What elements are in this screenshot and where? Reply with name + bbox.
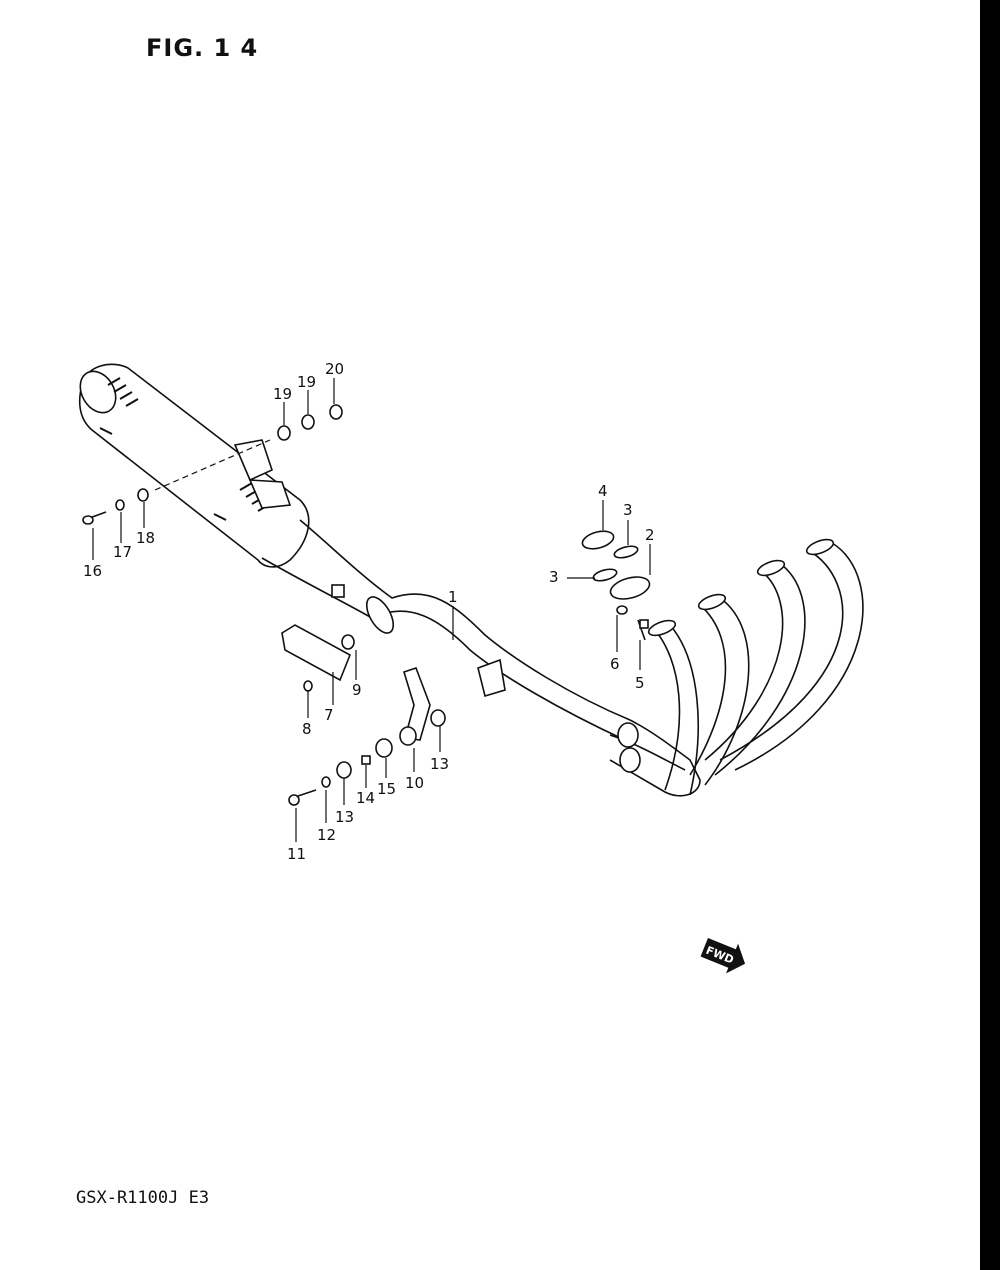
leader-lines xyxy=(92,378,651,842)
callout-2: 2 xyxy=(645,526,655,544)
callout-8: 8 xyxy=(302,720,312,738)
callout-14: 14 xyxy=(356,789,375,807)
callout-3b: 3 xyxy=(549,568,559,586)
mid-pipe xyxy=(261,519,631,741)
callout-12: 12 xyxy=(317,826,336,844)
callout-7: 7 xyxy=(324,706,334,724)
callout-13b: 13 xyxy=(430,755,449,773)
callout-5: 5 xyxy=(635,674,645,692)
callout-3a: 3 xyxy=(623,501,633,519)
callout-11: 11 xyxy=(287,845,306,863)
small-parts xyxy=(82,404,651,806)
callout-20: 20 xyxy=(325,360,344,378)
muffler xyxy=(78,363,310,568)
figure-title: FIG. 1 4 xyxy=(146,34,259,62)
scan-edge-bar xyxy=(980,0,1000,1270)
callout-4: 4 xyxy=(598,482,608,500)
footer-model-code: GSX-R1100J E3 xyxy=(76,1188,210,1208)
callout-17: 17 xyxy=(113,543,132,561)
callout-10: 10 xyxy=(405,774,424,792)
callout-15: 15 xyxy=(377,780,396,798)
callout-19a: 19 xyxy=(273,385,292,403)
callout-13a: 13 xyxy=(335,808,354,826)
callout-16: 16 xyxy=(83,562,102,580)
callout-19b: 19 xyxy=(297,373,316,391)
callout-9: 9 xyxy=(352,681,362,699)
callout-6: 6 xyxy=(610,655,620,673)
header-pipes xyxy=(609,538,864,797)
callout-18: 18 xyxy=(136,529,155,547)
callout-1: 1 xyxy=(448,588,458,606)
fwd-arrow-icon: FWD xyxy=(700,938,746,974)
callouts: 1 2 3 3 4 5 6 7 8 9 10 11 12 13 13 14 15… xyxy=(83,360,655,863)
